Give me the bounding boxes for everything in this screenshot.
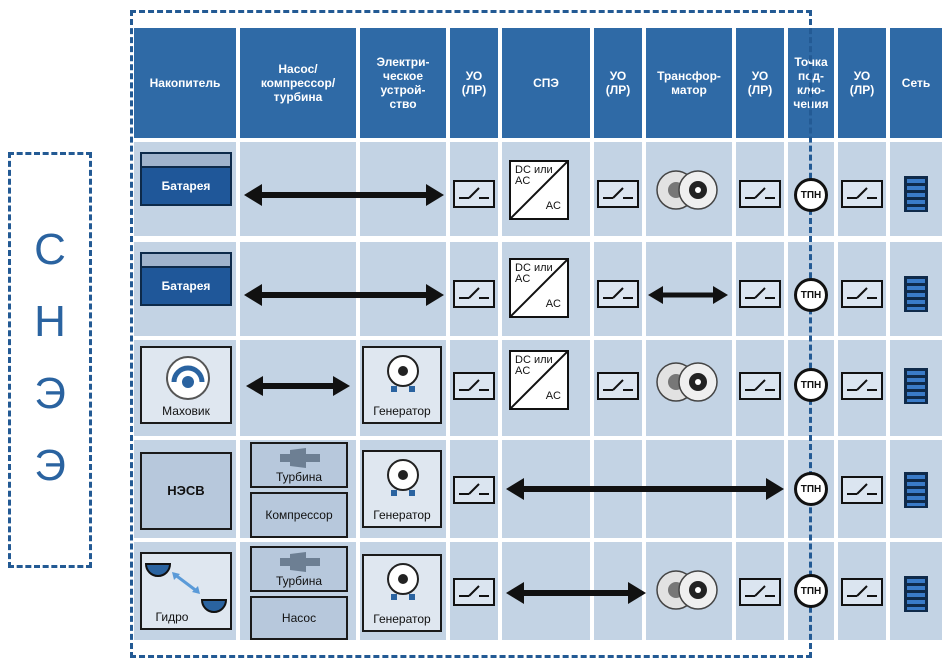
tpn-r4: ТПН — [794, 472, 828, 506]
battery-1-label: Батарея — [140, 166, 232, 206]
grid-icon-r5 — [904, 576, 928, 612]
sne-letter-2: Н — [34, 297, 66, 346]
flywheel-label: Маховик — [162, 404, 210, 418]
sne-frame — [8, 152, 92, 568]
grid-icon-r2 — [904, 276, 928, 312]
grid-icon-r1 — [904, 176, 928, 212]
tpn-r5: ТПН — [794, 574, 828, 608]
switch-r5-4 — [841, 578, 883, 606]
nesv-box: НЭСВ — [140, 452, 232, 530]
tpn-r2: ТПН — [794, 278, 828, 312]
turbine-label-r4: Турбина — [275, 470, 323, 484]
switch-r3-4 — [841, 372, 883, 400]
header-spe: СПЭ — [502, 28, 590, 138]
sne-outer-frame — [130, 10, 812, 658]
header-storage: Накопитель — [134, 28, 236, 138]
turbine-label-r5: Турбина — [275, 574, 323, 588]
generator-icon-r4 — [387, 459, 419, 496]
battery-2-label: Батарея — [140, 266, 232, 306]
sne-letter-1: С — [34, 225, 66, 274]
switch-r4-1 — [453, 476, 495, 504]
turbine-box-r4: Турбина — [250, 442, 348, 488]
transformer-icon-r5 — [656, 570, 718, 610]
transformer-icon-r1 — [656, 170, 718, 210]
switch-r2-1 — [453, 280, 495, 308]
switch-r1-4 — [841, 180, 883, 208]
generator-icon-r5 — [387, 563, 419, 600]
sne-letter-4: Э — [34, 441, 66, 490]
header-uo-1: УО (ЛР) — [450, 28, 498, 138]
arrow-row-4 — [506, 478, 784, 500]
header-uo-2: УО (ЛР) — [594, 28, 642, 138]
switch-r1-1 — [453, 180, 495, 208]
generator-label-r3: Генератор — [373, 404, 431, 418]
header-pump: Насос/ компрессор/ турбина — [240, 28, 356, 138]
header-uo-4: УО (ЛР) — [838, 28, 886, 138]
battery-2: Батарея — [140, 252, 232, 308]
compressor-box: Компрессор — [250, 492, 348, 538]
flywheel-icon — [166, 356, 210, 400]
switch-r4-4 — [841, 476, 883, 504]
pump-box: Насос — [250, 596, 348, 640]
generator-label-r5: Генератор — [373, 612, 431, 626]
switch-r2-3 — [739, 280, 781, 308]
arrow-row-2-transformer — [648, 286, 728, 304]
switch-r3-1 — [453, 372, 495, 400]
header-uo-3: УО (ЛР) — [736, 28, 784, 138]
switch-r1-2 — [597, 180, 639, 208]
tpn-r1: ТПН — [794, 178, 828, 212]
tpn-r3: ТПН — [794, 368, 828, 402]
sne-letter-3: Э — [34, 369, 66, 418]
transformer-icon-r3 — [656, 362, 718, 402]
generator-r3: Генератор — [362, 346, 442, 424]
generator-label-r4: Генератор — [373, 508, 431, 522]
generator-r5: Генератор — [362, 554, 442, 632]
hydro-icon — [144, 563, 228, 613]
switch-r3-3 — [739, 372, 781, 400]
turbine-icon-r4 — [280, 448, 320, 468]
grid-icon-r3 — [904, 368, 928, 404]
arrow-row-2 — [244, 284, 444, 306]
switch-r5-3 — [739, 578, 781, 606]
hydro-label: Гидро — [155, 610, 189, 624]
generator-r4: Генератор — [362, 450, 442, 528]
header-grid: Сеть — [890, 28, 942, 138]
switch-r2-2 — [597, 280, 639, 308]
switch-r1-3 — [739, 180, 781, 208]
switch-r2-4 — [841, 280, 883, 308]
header-transformer: Трансфор-матор — [646, 28, 732, 138]
flywheel-box: Маховик — [140, 346, 232, 424]
battery-1: Батарея — [140, 152, 232, 208]
arrow-row-3 — [246, 376, 350, 396]
grid-icon-r4 — [904, 472, 928, 508]
switch-r5-1 — [453, 578, 495, 606]
switch-r3-2 — [597, 372, 639, 400]
header-electric: Электри-ческое устрой-ство — [360, 28, 446, 138]
turbine-box-r5: Турбина — [250, 546, 348, 592]
arrow-row-5 — [506, 582, 646, 604]
turbine-icon-r5 — [280, 552, 320, 572]
generator-icon-r3 — [387, 355, 419, 392]
hydro-box: Гидро — [140, 552, 232, 630]
arrow-row-1 — [244, 184, 444, 206]
